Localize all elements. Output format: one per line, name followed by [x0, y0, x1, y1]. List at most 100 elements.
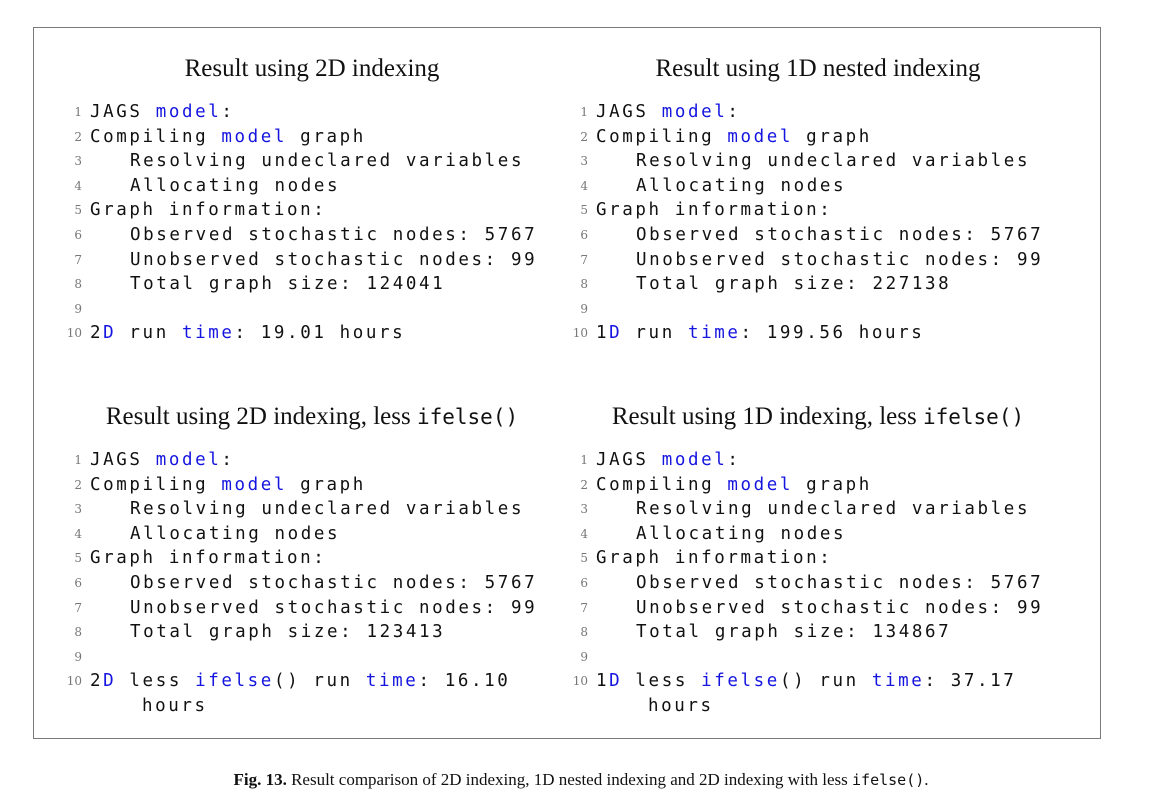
line-text: Graph information:	[90, 548, 327, 569]
line-number: 5	[74, 203, 82, 218]
line-number: 8	[580, 277, 588, 292]
line-text: Total graph size: 124041	[130, 274, 446, 295]
line-number: 8	[580, 625, 588, 640]
caption-text: Result comparison of 2D indexing, 1D nes…	[291, 770, 848, 789]
line-number: 3	[580, 154, 588, 169]
line-number: 8	[74, 277, 82, 292]
token-run: run	[622, 323, 688, 344]
code-line: 5 Graph information:	[62, 546, 562, 571]
line-text: Graph information:	[596, 200, 833, 221]
line-number: 6	[580, 575, 588, 590]
line-text: JAGS model:	[596, 100, 741, 125]
code-line: 4 Allocating nodes	[62, 522, 562, 547]
line-number: 5	[74, 551, 82, 566]
panel-title-text: Result using 2D indexing, less	[105, 403, 411, 430]
token-compiling: Compiling	[90, 474, 222, 495]
figure-caption: Fig. 13. Result comparison of 2D indexin…	[0, 770, 1162, 790]
token-jags: JAGS	[90, 450, 156, 470]
code-line: 8 Total graph size: 124041	[62, 272, 562, 297]
line-number: 5	[580, 203, 588, 218]
line-number: 10	[66, 326, 82, 341]
line-number: 4	[74, 178, 82, 193]
code-line: 7 Unobserved stochastic nodes: 99	[568, 248, 1068, 273]
keyword-time: time	[181, 323, 235, 344]
code-line: 4 Allocating nodes	[568, 174, 1068, 199]
line-number: 7	[580, 252, 588, 267]
caption-end: .	[924, 770, 929, 789]
line-text: Total graph size: 134867	[636, 622, 952, 643]
code-line: 5 Graph information:	[568, 198, 1068, 223]
line-number: 2	[580, 477, 588, 492]
line-number: 10	[572, 674, 588, 689]
line-text: Graph information:	[90, 200, 327, 221]
line-number: 3	[74, 502, 82, 517]
line-number: 7	[74, 600, 82, 615]
line-number: 1	[580, 453, 588, 467]
line-text: Total graph size: 123413	[130, 622, 446, 643]
keyword-d: D	[609, 671, 623, 692]
panel-title-code: ifelse()	[416, 405, 519, 429]
caption-code: ifelse()	[852, 771, 925, 789]
token-2: 2	[90, 323, 104, 344]
line-number: 4	[580, 178, 588, 193]
panel-title: Result using 2D indexing	[184, 55, 440, 82]
line-text: Observed stochastic nodes: 5767	[130, 572, 538, 593]
code-line: 4 Allocating nodes	[62, 174, 562, 199]
line-number: 3	[74, 154, 82, 169]
line-number: 6	[74, 227, 82, 242]
keyword-d: D	[609, 323, 623, 344]
code-line: 9	[568, 645, 1068, 670]
figure-frame	[33, 27, 1101, 739]
line-text: Observed stochastic nodes: 5767	[130, 224, 538, 245]
keyword-model: model	[661, 450, 728, 470]
line-text: Observed stochastic nodes: 5767	[636, 572, 1044, 593]
line-text: Allocating nodes	[130, 523, 341, 544]
line-number: 10	[572, 326, 588, 341]
code-line: 10 1D less ifelse() run time: 37.17	[568, 669, 1068, 694]
line-number: 9	[580, 301, 588, 316]
line-text: Allocating nodes	[130, 175, 341, 196]
token-colon: :	[221, 450, 235, 470]
keyword-d: D	[103, 323, 117, 344]
line-number: 9	[74, 301, 82, 316]
line-text: Unobserved stochastic nodes: 99	[636, 249, 1044, 270]
line-text: JAGS model:	[90, 100, 235, 125]
keyword-d: D	[103, 671, 117, 692]
keyword-ifelse: ifelse	[701, 671, 780, 692]
token-jags: JAGS	[596, 450, 662, 470]
keyword-model: model	[221, 126, 288, 147]
line-text: Allocating nodes	[636, 175, 847, 196]
line-number: 4	[74, 526, 82, 541]
line-number: 9	[74, 649, 82, 664]
line-text: 1D less ifelse() run time: 37.17	[596, 669, 1016, 694]
line-text: Compiling model graph	[90, 125, 366, 150]
line-text: Unobserved stochastic nodes: 99	[130, 597, 538, 618]
token-colon: :	[727, 102, 741, 122]
line-number: 9	[580, 649, 588, 664]
line-text: Graph information:	[596, 548, 833, 569]
code-line: 6 Observed stochastic nodes: 5767	[62, 223, 562, 248]
line-text: Resolving undeclared variables	[636, 499, 1031, 520]
code-line: 8 Total graph size: 134867	[568, 620, 1068, 645]
token-1: 1	[596, 323, 610, 344]
token-compiling: Compiling	[596, 126, 728, 147]
token-compiling: Compiling	[90, 126, 222, 147]
code-line: 9	[568, 297, 1068, 322]
token-graph: graph	[793, 474, 872, 495]
code-line: 7 Unobserved stochastic nodes: 99	[62, 596, 562, 621]
code-line: 9	[62, 297, 562, 322]
